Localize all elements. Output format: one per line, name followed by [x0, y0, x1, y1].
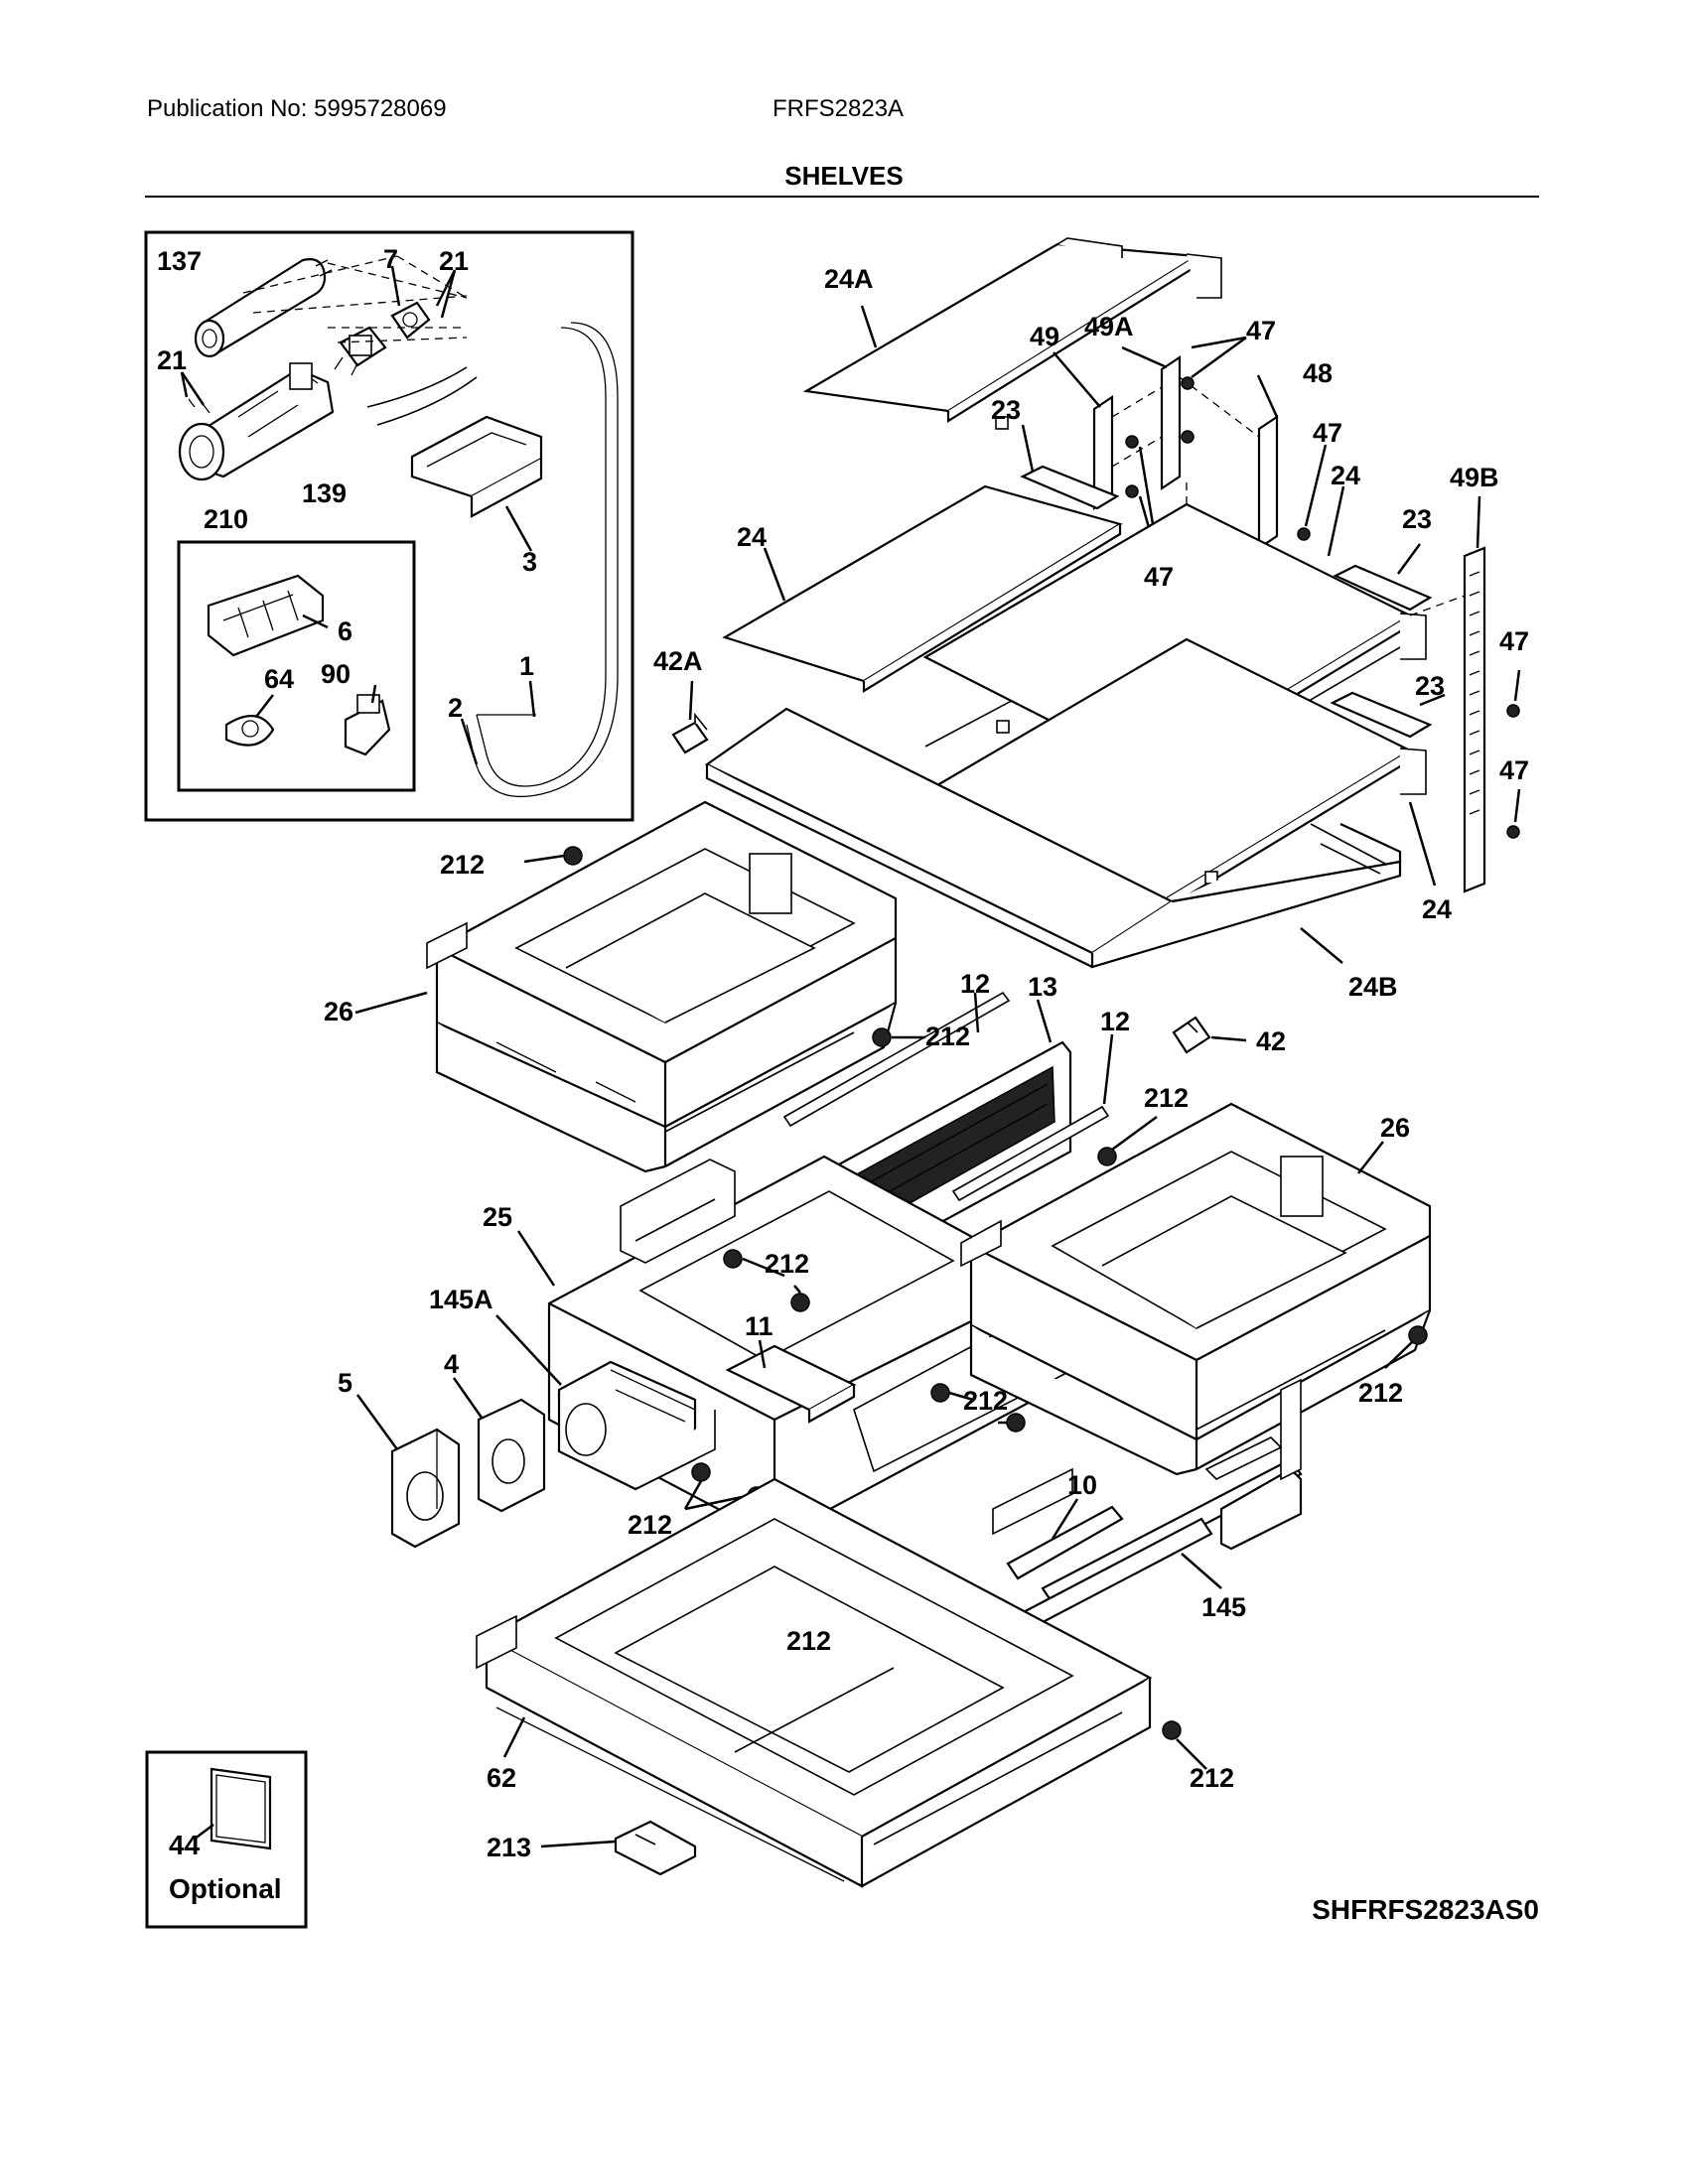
callout-13: 13 [1028, 972, 1057, 1002]
publication-number: Publication No: 5995728069 [147, 95, 447, 122]
callout-49A: 49A [1084, 312, 1134, 341]
callout-62: 62 [487, 1763, 516, 1793]
inset-subframe [177, 540, 416, 792]
crisper-drawer-26-right [960, 1102, 1432, 1476]
clip-213 [614, 1820, 697, 1876]
callout-212: 212 [1144, 1083, 1189, 1113]
callout-47: 47 [1246, 316, 1276, 345]
callout-212: 212 [628, 1510, 672, 1540]
callout-212: 212 [765, 1249, 809, 1279]
pantry-drawer-62 [476, 1477, 1153, 1888]
housing-145A [557, 1360, 716, 1491]
callout-49B: 49B [1450, 463, 1499, 492]
callout-47: 47 [1499, 626, 1529, 656]
callout-42A: 42A [653, 646, 703, 676]
callout-6: 6 [338, 616, 352, 646]
callout-212: 212 [1358, 1378, 1403, 1408]
valve-139 [334, 326, 387, 376]
part-6 [207, 574, 325, 657]
callout-47: 47 [1144, 562, 1174, 592]
callout-11: 11 [745, 1311, 774, 1341]
rail-49B [1463, 546, 1486, 893]
optional-part-number: 44 [169, 1830, 201, 1860]
callout-47: 47 [1313, 418, 1342, 448]
callout-24B: 24B [1348, 972, 1398, 1002]
callout-4: 4 [444, 1349, 459, 1379]
callout-25: 25 [483, 1202, 512, 1232]
callout-212: 212 [963, 1386, 1008, 1416]
callout-10: 10 [1067, 1470, 1097, 1500]
callout-24: 24 [1331, 461, 1360, 490]
callout-213: 213 [487, 1833, 531, 1862]
callout-26: 26 [324, 997, 353, 1026]
model-number: FRFS2823A [773, 95, 905, 122]
fan-cover-5 [390, 1428, 461, 1549]
callout-5: 5 [338, 1368, 352, 1398]
callout-24: 24 [1422, 894, 1452, 924]
section-title: SHELVES [784, 161, 904, 191]
callout-24: 24 [737, 522, 767, 552]
water-filter-inset [144, 230, 634, 822]
bracket-3 [410, 415, 543, 518]
header-divider [145, 196, 1539, 198]
callout-137: 137 [157, 246, 202, 276]
callout-210: 210 [204, 504, 248, 534]
water-tubes [366, 322, 619, 798]
shelf-frame-24B [704, 707, 1402, 969]
clip-7 [390, 301, 431, 340]
clamp-64 [224, 715, 275, 747]
callout-212: 212 [786, 1626, 831, 1656]
cover-11 [725, 1344, 857, 1424]
callout-212: 212 [925, 1022, 970, 1051]
callout-1: 1 [519, 651, 534, 681]
callout-3: 3 [522, 547, 537, 577]
rods-12 [782, 991, 1110, 1202]
diagram-code: SHFRFS2823AS0 [1312, 1894, 1539, 1925]
part-90 [344, 694, 391, 756]
callout-47: 47 [1499, 755, 1529, 785]
callout-42: 42 [1256, 1026, 1286, 1056]
callout-23: 23 [1402, 504, 1432, 534]
shelf-24A [802, 237, 1222, 430]
callout-21: 21 [157, 345, 187, 375]
optional-frame [145, 1750, 308, 1929]
callout-212: 212 [1190, 1763, 1234, 1793]
optional-label: Optional [169, 1873, 282, 1904]
screws-47 [1125, 376, 1520, 839]
callout-90: 90 [321, 659, 351, 689]
callout-24A: 24A [824, 264, 874, 294]
callout-23: 23 [1415, 671, 1445, 701]
bracket-42A [671, 712, 709, 754]
callout-48: 48 [1303, 358, 1333, 388]
callout-64: 64 [264, 664, 294, 694]
trim-23 [1020, 465, 1433, 739]
shelf-24-upper-left [722, 484, 1123, 748]
crisper-drawer-26-left [426, 800, 898, 1173]
rails-49-49A [1092, 354, 1279, 551]
filter-head-210 [178, 362, 335, 481]
callout-2: 2 [448, 693, 463, 723]
callout-12: 12 [1100, 1007, 1130, 1036]
callout-labels: 137 7 21 21 210 139 3 6 64 90 1 2 24A 49… [157, 244, 1529, 1862]
divider-10 [1006, 1505, 1124, 1580]
callout-212: 212 [440, 850, 485, 880]
callout-139: 139 [302, 478, 347, 508]
callout-23: 23 [991, 395, 1021, 425]
callout-49: 49 [1030, 322, 1059, 351]
callout-145: 145 [1201, 1592, 1246, 1622]
callout-7: 7 [383, 244, 398, 274]
inset-frame [144, 230, 634, 822]
callout-26: 26 [1380, 1113, 1410, 1143]
optional-box: 44 Optional [145, 1750, 308, 1929]
callout-21: 21 [439, 246, 469, 276]
callout-145A: 145A [429, 1285, 493, 1314]
callout-12: 12 [960, 969, 990, 999]
bracket-42 [1172, 1016, 1211, 1054]
fan-cover-4 [477, 1398, 546, 1513]
